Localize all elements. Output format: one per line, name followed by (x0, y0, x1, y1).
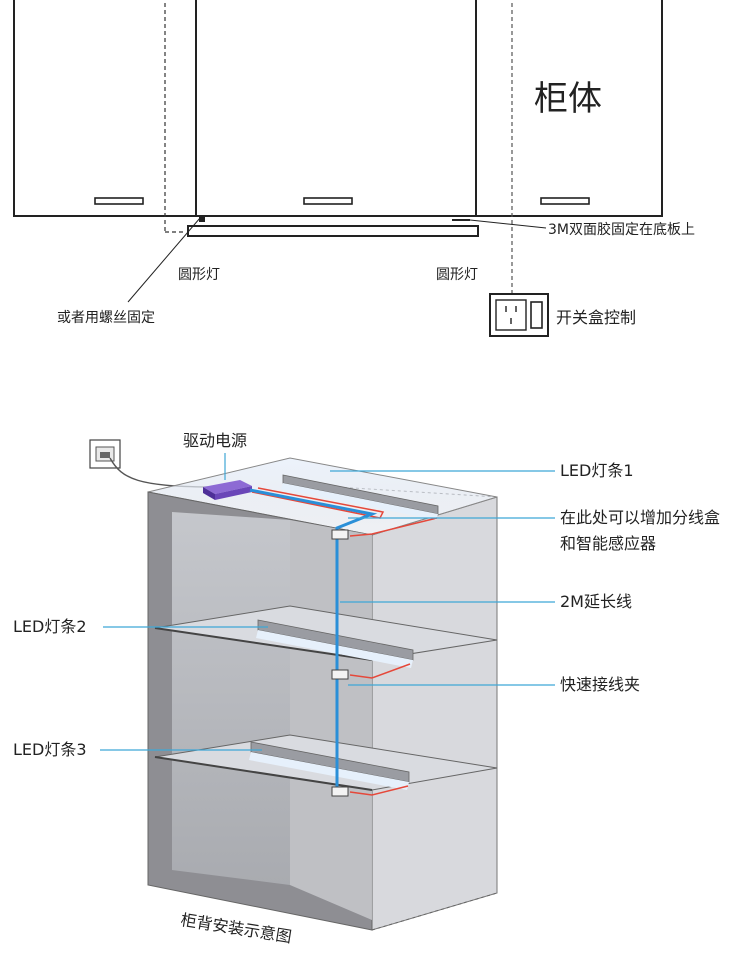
door-handle-3 (540, 197, 590, 205)
junction-label-line2: 和智能感应器 (560, 534, 656, 553)
screw-leader (127, 217, 201, 303)
led1-label: LED灯条1 (560, 461, 634, 480)
extension-label: 2M延长线 (560, 592, 632, 611)
led-bar-1 (281, 474, 439, 520)
connector-3 (331, 786, 349, 797)
wire-red-1 (349, 517, 438, 537)
led3-label: LED灯条3 (13, 740, 87, 759)
clip-label: 快速接线夹 (560, 675, 640, 694)
driver-label: 驱动电源 (183, 431, 247, 450)
switch-label: 开关盒控制 (556, 308, 636, 327)
cabinet-back-wall (172, 512, 290, 885)
round-light-left-label: 圆形灯 (178, 267, 220, 283)
tape-label: 3M双面胶固定在底板上 (548, 221, 695, 238)
connector-1 (331, 529, 349, 540)
tape-leader (469, 219, 547, 229)
wire-red-2 (349, 663, 411, 679)
cabinet-inner-right (290, 520, 372, 920)
cabinet-outline (13, 0, 663, 217)
wall-socket-icon (89, 439, 121, 469)
switch-box (489, 293, 549, 337)
junction-label-line1: 在此处可以增加分线盒 (560, 508, 720, 527)
screw-label: 或者用螺丝固定 (57, 310, 155, 326)
led2-label: LED灯条2 (13, 617, 87, 636)
driver-power-supply (203, 480, 252, 500)
top-diagram: 柜体 3M双面胶固定在底板上 圆形灯 圆形灯 或者用螺丝固定 开关盒控制 (13, 0, 695, 337)
led-bar-under-cabinet (187, 225, 479, 237)
cabinet-hidden-edge-2 (371, 892, 498, 931)
led-bar-3 (249, 741, 410, 790)
cabinet-side-panel (371, 496, 498, 931)
round-light-right-label: 圆形灯 (436, 267, 478, 283)
door-handle-1 (94, 197, 144, 205)
wire-blue-top (249, 488, 378, 790)
cabinet-label: 柜体 (534, 79, 602, 119)
screw-mark (199, 216, 205, 222)
wire-red-top (251, 487, 385, 519)
diagram-caption: 柜背安装示意图 (179, 910, 293, 946)
connector-2 (331, 669, 349, 680)
bottom-diagram: 驱动电源 LED灯条1 在此处可以增加分线盒 和智能感应器 2M延长线 快速接线… (13, 431, 720, 946)
wire-red-3 (349, 785, 409, 796)
door-handle-2 (303, 197, 353, 205)
